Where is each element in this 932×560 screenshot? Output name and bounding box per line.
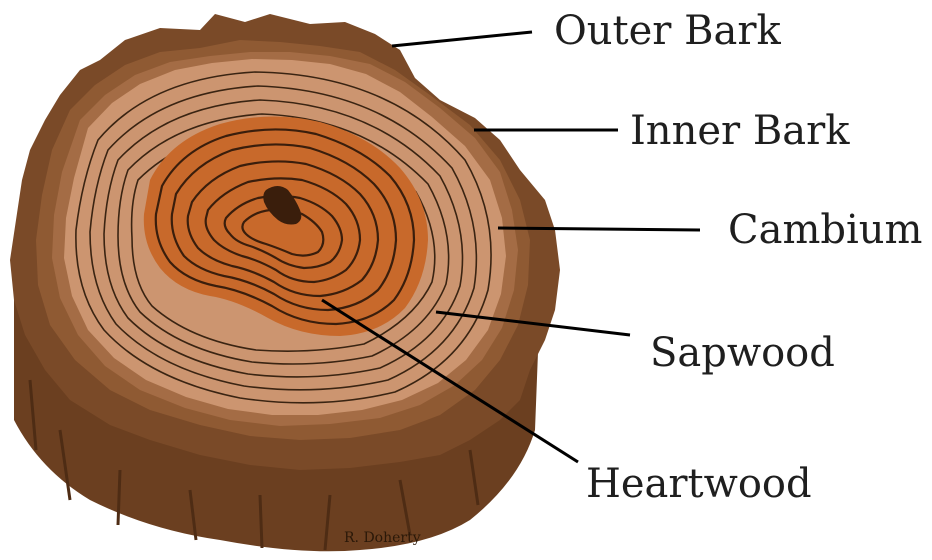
cambium-label: Cambium bbox=[728, 207, 922, 253]
outer-bark-leader-line bbox=[392, 32, 532, 46]
sapwood-label: Sapwood bbox=[650, 330, 835, 376]
inner-bark-label: Inner Bark bbox=[630, 108, 850, 154]
heartwood-label: Heartwood bbox=[586, 461, 812, 507]
cambium-leader-line bbox=[498, 228, 700, 230]
artist-credit: R. Doherty bbox=[344, 530, 421, 546]
outer-bark-label: Outer Bark bbox=[554, 8, 782, 54]
